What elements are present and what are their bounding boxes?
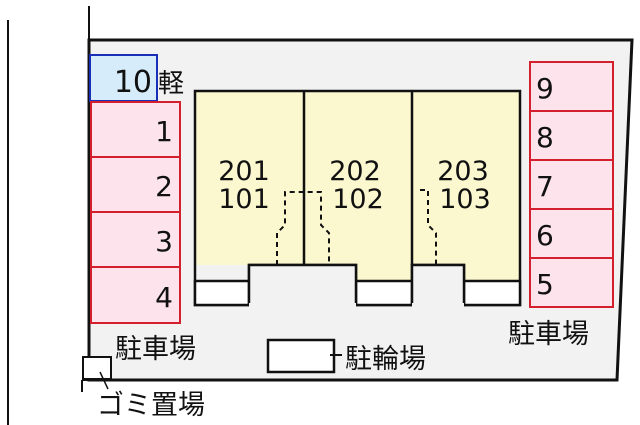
parking-space-8 [529, 110, 614, 161]
parking-right-label: 駐車場 [508, 319, 589, 350]
parking-right-group [529, 61, 614, 308]
unit-203-label: 203 [437, 156, 489, 187]
unit-202-label: 202 [329, 156, 381, 187]
parking-space-5-label: 5 [536, 268, 554, 301]
balcony-103 [462, 279, 522, 307]
parking-space-4-label: 4 [155, 281, 173, 314]
stair-lines [276, 189, 437, 265]
parking-space-1 [90, 101, 181, 158]
parking-space-4 [90, 266, 181, 324]
bicycle-parking-box [266, 338, 336, 374]
parking-space-9-label: 9 [536, 72, 554, 105]
parking-left-label: 駐車場 [115, 334, 196, 365]
kei-suffix-label: 軽 [158, 69, 184, 99]
bicycle-parking-label: 駐輪場 [345, 344, 426, 375]
parking-space-7 [529, 159, 614, 210]
parking-space-3-label: 3 [155, 225, 173, 258]
parking-space-6 [529, 208, 614, 259]
unit-102-label: 102 [332, 184, 384, 215]
garbage-box [82, 356, 112, 380]
parking-space-10-kei [89, 54, 158, 102]
parking-space-3 [90, 211, 181, 268]
apartment-building [193, 89, 522, 307]
garbage-label: ゴミ置場 [97, 390, 205, 421]
unit-201-label: 201 [218, 156, 270, 187]
balcony-102 [354, 279, 414, 307]
parking-space-9 [529, 61, 614, 112]
unit-103-label: 103 [439, 184, 491, 215]
balcony-101 [193, 279, 251, 307]
parking-left-group [90, 101, 181, 324]
parking-space-6-label: 6 [536, 219, 554, 252]
parking-space-2-label: 2 [155, 170, 173, 203]
parking-space-1-label: 1 [155, 115, 173, 148]
parking-space-2 [90, 156, 181, 213]
unit-101-label: 101 [218, 184, 270, 215]
parking-space-8-label: 8 [536, 121, 554, 154]
parking-space-10-label: 10 [114, 65, 152, 100]
parking-space-7-label: 7 [536, 170, 554, 203]
parking-space-5 [529, 257, 614, 308]
